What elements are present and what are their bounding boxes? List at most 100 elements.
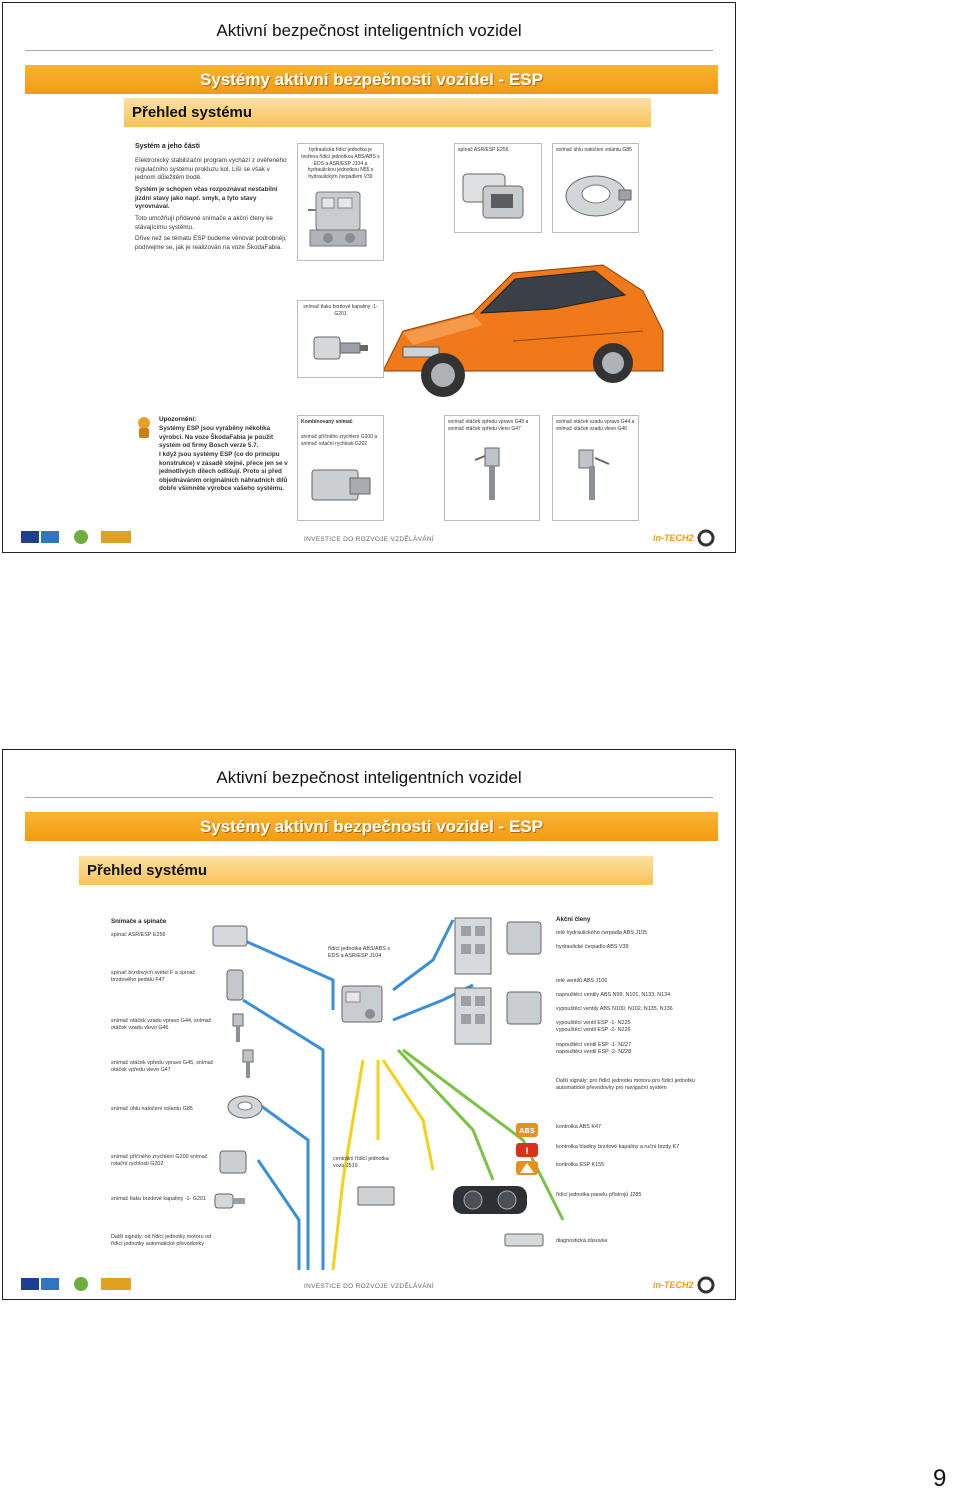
part-label: snímač tlaku brzdové kapaliny -1- G201 — [303, 304, 378, 317]
slide-title: Aktivní bezpečnost inteligentních vozide… — [216, 768, 522, 787]
valve-block-icon — [454, 987, 492, 1045]
pump-icon — [506, 991, 542, 1025]
lamp-item: kontrolka ABS K47 — [556, 1124, 601, 1130]
wheel-sensor-icon — [578, 449, 610, 500]
section-bar: Přehled systému — [79, 856, 653, 885]
car-illustration — [382, 264, 664, 397]
brake-switch-icon — [226, 969, 244, 1001]
slide-1: Aktivní bezpečnost inteligentních vozide… — [2, 2, 736, 553]
page-number: 9 — [933, 1465, 947, 1492]
combined-sensor-icon — [311, 469, 371, 501]
swirl-icon — [697, 1276, 715, 1294]
paragraph-1: Elektronický stabilizační program vycház… — [135, 157, 287, 181]
pressure-sensor-icon — [214, 1193, 245, 1209]
sensor-item: snímač příčného zrychlení G200 snímač ro… — [111, 1154, 208, 1168]
swirl-icon — [697, 529, 715, 547]
diagnostic-item: diagnostická zásuvka — [556, 1238, 608, 1244]
cluster-item: řídicí jednotka panelu přístrojů J285 — [556, 1192, 642, 1198]
wheel-sensor-icon — [474, 447, 500, 500]
combined-sensor-icon — [219, 1150, 247, 1174]
sensors-heading: Snímače a spínače — [111, 918, 167, 925]
part-title: Kombinovaný snímač — [301, 419, 353, 425]
combined-sensor-box: Kombinovaný snímač snímač příčného zrych… — [297, 415, 384, 521]
central-unit-icon — [357, 1186, 395, 1206]
footer: INVESTICE DO ROZVOJE VZDĚLÁVÁNÍ in-TECH2 — [13, 1272, 725, 1297]
actuator-item: vypouštěcí ventily ABS N100, N102, N135,… — [556, 1006, 673, 1012]
abs-lamp-icon: ABS — [516, 1123, 538, 1137]
sensor-item: spínač brzdových světel F a spínač brzdo… — [111, 970, 196, 984]
intech-logo: in-TECH2 — [653, 1276, 715, 1294]
sensor-item: snímač tlaku brzdové kapaliny -1- G201 — [111, 1196, 206, 1202]
paragraph-2: Systém je schopen včas rozpoznávat nesta… — [135, 186, 278, 210]
actuator-item: relé hydraulického čerpadla ABS J105 — [556, 930, 648, 936]
part-label: snímač otáček vzadu vpravo G44 a snímač … — [556, 419, 635, 432]
abs-control-unit-icon — [341, 985, 383, 1023]
svg-text:ABS: ABS — [519, 1127, 535, 1135]
banner: Systémy aktivní bezpečnosti vozidel - ES… — [25, 812, 718, 841]
central-unit-label: centrální řídicí jednotka vozu J519 — [333, 1156, 389, 1170]
banner-text: Systémy aktivní bezpečnosti vozidel - ES… — [200, 70, 543, 89]
steering-sensor-icon — [227, 1095, 263, 1119]
actuator-item: napouštěcí ventil ESP -1- N227 napouštěc… — [556, 1042, 632, 1056]
section-heading: Systém a jeho části — [135, 143, 200, 150]
svg-text:!: ! — [525, 1147, 529, 1157]
part-label: snímač úhlu natočení volantu G85 — [556, 147, 632, 153]
steering-sensor-icon — [565, 175, 632, 217]
footer: INVESTICE DO ROZVOJE VZDĚLÁVÁNÍ in-TECH2 — [13, 525, 725, 550]
asr-switch-box: spínač ASR/ESP E256 — [454, 143, 542, 233]
slide-2: Aktivní bezpečnost inteligentních vozide… — [2, 749, 736, 1300]
part-label: spínač ASR/ESP E256 — [458, 147, 509, 153]
switch-icon — [212, 925, 248, 947]
brand-text: in-TECH2 — [653, 533, 694, 543]
divider — [25, 50, 713, 51]
steering-sensor-box: snímač úhlu natočení volantu G85 — [552, 143, 639, 233]
switch-icon — [462, 173, 524, 219]
part-label: snímač příčného zrychlení G200 a snímač … — [301, 434, 378, 447]
control-unit-label: řídicí jednotka ABS/ABS s EDS a ASR/ESP … — [328, 946, 391, 960]
lamp-item: kontrolka ESP K155 — [556, 1162, 605, 1168]
wheel-sensor-icon — [232, 1013, 244, 1042]
rear-wheel-sensor-box: snímač otáček vzadu vpravo G44 a snímač … — [552, 415, 639, 521]
warning-paragraph-1: Systémy ESP jsou vyráběny několika výrob… — [159, 425, 274, 449]
actuator-item: vypouštěcí ventil ESP -1- N225 vypouštěc… — [556, 1020, 631, 1034]
warning-paragraph-2: I když jsou systémy ESP (co do principu … — [159, 451, 288, 492]
footer-text: INVESTICE DO ROZVOJE VZDĚLÁVÁNÍ — [304, 1283, 434, 1290]
part-label: hydraulická řídicí jednotka je tvořena ř… — [301, 147, 380, 180]
actuator-item: relé ventilů ABS J106 — [556, 978, 608, 984]
lamp-item: kontrolka hladiny brzdové kapaliny a ruč… — [556, 1144, 680, 1150]
brand-text: in-TECH2 — [653, 1280, 694, 1290]
wheel-sensor-icon — [242, 1049, 254, 1078]
warning-heading: Upozornění: — [159, 416, 197, 423]
diagnostic-socket-icon — [504, 1233, 544, 1247]
intech-logo: in-TECH2 — [653, 529, 715, 547]
warning-figure-icon — [138, 417, 150, 438]
actuator-item: napouštěcí ventily ABS N99, N101, N133, … — [556, 992, 671, 998]
sensor-item: snímač otáček vzadu vpravo G44, snímač o… — [111, 1018, 212, 1032]
sensor-item: spínač ASR/ESP E256 — [111, 932, 166, 938]
banner-text: Systémy aktivní bezpečnosti vozidel - ES… — [200, 817, 543, 836]
footer-text: INVESTICE DO ROZVOJE VZDĚLÁVÁNÍ — [304, 536, 434, 543]
banner: Systémy aktivní bezpečnosti vozidel - ES… — [25, 65, 718, 94]
divider — [25, 797, 713, 798]
pressure-sensor-box: snímač tlaku brzdové kapaliny -1- G201 — [297, 300, 384, 378]
pump-icon — [506, 921, 542, 955]
esp-lamp-icon — [516, 1161, 538, 1175]
pressure-sensor-icon — [313, 336, 368, 360]
section-bar: Přehled systému — [124, 98, 651, 127]
hydraulic-unit-box: hydraulická řídicí jednotka je tvořena ř… — [297, 143, 384, 261]
front-wheel-sensor-box: snímač otáček vpředu vpravo G45 a snímač… — [444, 415, 540, 521]
eu-logos-icon — [21, 530, 131, 544]
valve-block-icon — [454, 917, 492, 975]
other-signals-out: Další signály: pro řídicí jednotku motor… — [556, 1078, 696, 1092]
brake-lamp-icon: ! — [516, 1143, 538, 1157]
paragraph-4: Dříve než se tématu ESP budeme věnovat p… — [135, 235, 287, 251]
sensor-item: snímač úhlu natočení volantu G85 — [111, 1106, 193, 1112]
paragraph-3: Toto umožňují přídavné snímače a akční č… — [135, 215, 273, 231]
part-label: snímač otáček vpředu vpravo G45 a snímač… — [448, 419, 529, 432]
slide-title: Aktivní bezpečnost inteligentních vozide… — [216, 21, 522, 40]
actuators-heading: Akční členy — [556, 916, 591, 923]
hydraulic-unit-icon — [308, 191, 367, 247]
other-signals-in: Další signály: od řídicí jednotky motoru… — [111, 1234, 212, 1248]
instrument-cluster-icon — [453, 1186, 527, 1214]
sensor-item: snímač otáček vpředu vpravo G45, snímač … — [111, 1060, 214, 1074]
